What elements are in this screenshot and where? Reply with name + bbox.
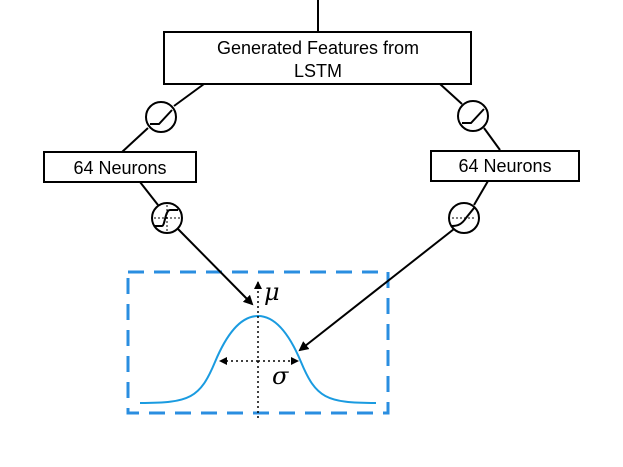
gaussian-curve bbox=[139, 314, 377, 404]
mu-arrow bbox=[177, 228, 254, 306]
connector-top-right bbox=[439, 83, 463, 105]
left-neurons-label: 64 Neurons bbox=[73, 158, 166, 178]
left-neurons-box: 64 Neurons bbox=[43, 151, 197, 183]
lstm-features-label-line1: Generated Features from bbox=[217, 38, 419, 58]
relu-activation-icon bbox=[457, 100, 489, 132]
mu-label: μ bbox=[264, 278, 280, 306]
connector-left-box-to-activation bbox=[139, 181, 159, 206]
connector-top-left bbox=[173, 83, 205, 107]
connector-right-activation-to-box bbox=[483, 127, 501, 151]
relu-activation-icon bbox=[145, 101, 177, 133]
tanh-activation-icon bbox=[151, 202, 183, 234]
right-neurons-label: 64 Neurons bbox=[458, 156, 551, 176]
lstm-features-label-line2: LSTM bbox=[294, 61, 342, 81]
connector-left-activation-to-box bbox=[121, 127, 149, 153]
sigma-arrow bbox=[298, 228, 455, 352]
lstm-features-box: Generated Features from LSTM bbox=[163, 31, 472, 85]
sigma-label: σ bbox=[272, 362, 289, 390]
connector-right-box-to-activation bbox=[473, 180, 489, 206]
right-neurons-box: 64 Neurons bbox=[430, 150, 580, 182]
softplus-activation-icon bbox=[448, 202, 480, 234]
